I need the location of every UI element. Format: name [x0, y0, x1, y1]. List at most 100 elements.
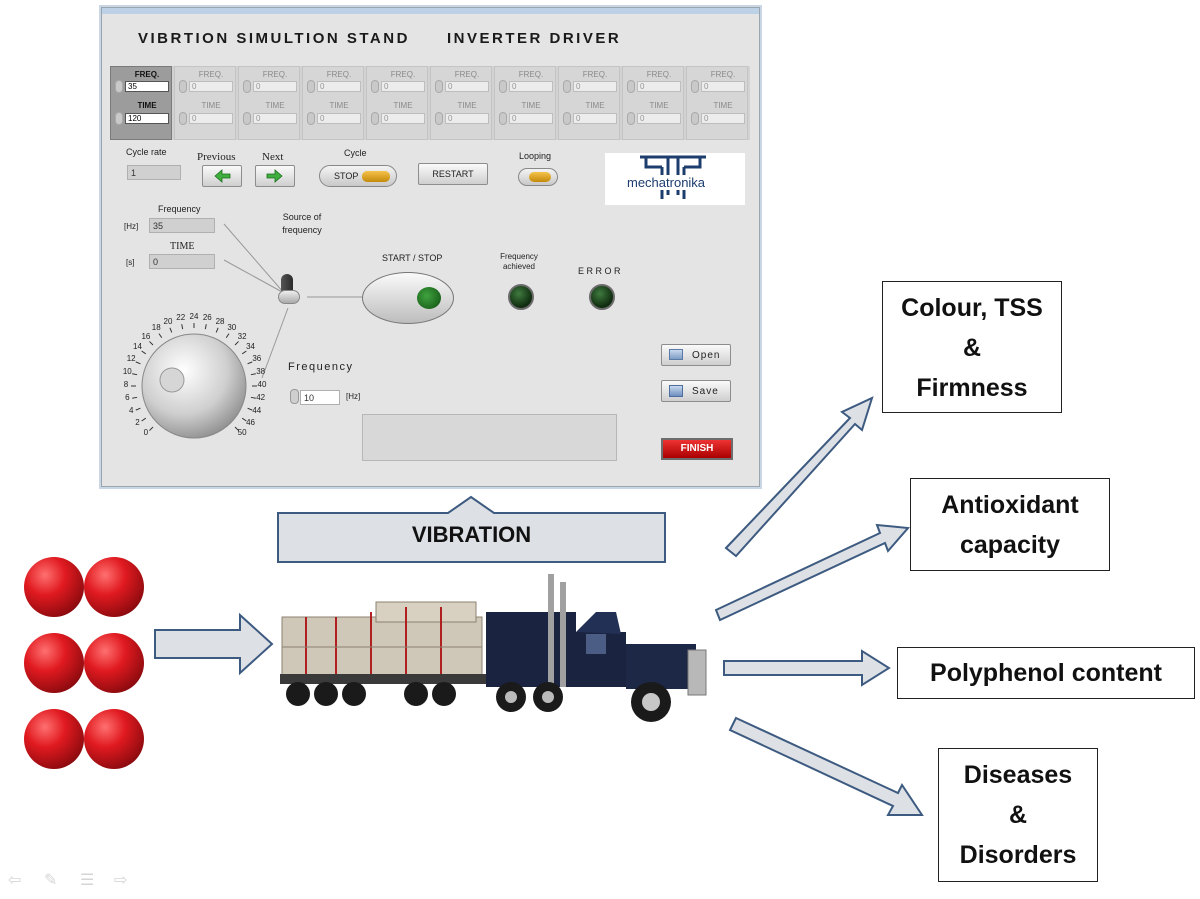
step-freq-input[interactable]: 0	[509, 81, 553, 92]
mechatronika-logo: mechatronika	[605, 153, 745, 205]
step-time-spinner[interactable]	[115, 112, 123, 125]
step-time-input[interactable]: 0	[509, 113, 553, 124]
hz-unit: [Hz]	[124, 222, 139, 231]
step-time-input[interactable]: 0	[189, 113, 233, 124]
save-icon	[669, 385, 683, 397]
step-freq-label: FREQ.	[582, 70, 608, 79]
frequency-spinner[interactable]	[290, 389, 299, 404]
menu-icon[interactable]: ☰	[80, 872, 95, 889]
prev-slide-icon[interactable]: ⇦	[8, 872, 22, 889]
pen-icon[interactable]: ✎	[44, 872, 58, 889]
cycle-stop-toggle[interactable]: STOP	[319, 165, 397, 187]
step-freq-input[interactable]: 0	[445, 81, 489, 92]
dial-tick-mark	[234, 341, 239, 346]
cycle-rate-field[interactable]: 1	[127, 165, 181, 180]
step-time-input[interactable]: 0	[253, 113, 297, 124]
step-time-spinner[interactable]	[563, 112, 571, 125]
step-time-input[interactable]: 0	[701, 113, 745, 124]
dial-tick-mark	[247, 407, 253, 411]
step-freq-input[interactable]: 0	[573, 81, 617, 92]
step-time-spinner[interactable]	[243, 112, 251, 125]
looping-toggle[interactable]	[518, 168, 558, 186]
outcome-polyphenol-content: Polyphenol content	[897, 647, 1195, 699]
outcome-line: Firmness	[916, 374, 1028, 402]
step-freq-label: FREQ.	[710, 70, 736, 79]
step-freq-spinner[interactable]	[371, 80, 379, 93]
input-arrow	[154, 612, 274, 676]
step-freq-input[interactable]: 0	[701, 81, 745, 92]
step-time-spinner[interactable]	[179, 112, 187, 125]
step-freq-spinner[interactable]	[243, 80, 251, 93]
open-button[interactable]: Open	[661, 344, 731, 366]
step-time-input[interactable]: 0	[445, 113, 489, 124]
frequency-achieved-label: Frequency achieved	[500, 252, 538, 271]
source-toggle-switch[interactable]	[278, 274, 300, 304]
step-time-spinner[interactable]	[691, 112, 699, 125]
step-time-label: TIME	[713, 101, 733, 110]
finish-button[interactable]: FINISH	[661, 438, 733, 460]
dial-tick-mark	[135, 407, 141, 411]
step-time-input[interactable]: 120	[125, 113, 169, 124]
step-freq-input[interactable]: 0	[189, 81, 233, 92]
step-time-spinner[interactable]	[435, 112, 443, 125]
step-time-spinner[interactable]	[499, 112, 507, 125]
dial-tick-mark	[141, 417, 147, 422]
folder-icon	[669, 349, 683, 360]
step-freq-input[interactable]: 0	[637, 81, 681, 92]
step-freq-input[interactable]: 0	[381, 81, 425, 92]
step-freq-spinner[interactable]	[627, 80, 635, 93]
dial-tick-mark	[250, 396, 256, 399]
outcome-line: Diseases	[963, 761, 1073, 789]
frequency-dial[interactable]	[116, 308, 266, 458]
step-freq-spinner[interactable]	[691, 80, 699, 93]
restart-button[interactable]: RESTART	[418, 163, 488, 185]
trailer-deck	[280, 674, 510, 684]
outcome-diseases-disorders: Diseases & Disorders	[938, 748, 1098, 882]
dial-tick-mark	[215, 327, 219, 333]
step-time-input[interactable]: 0	[317, 113, 361, 124]
step-time-spinner[interactable]	[627, 112, 635, 125]
step-freq-spinner[interactable]	[499, 80, 507, 93]
step-freq-label: FREQ.	[390, 70, 416, 79]
step-freq-spinner[interactable]	[563, 80, 571, 93]
step-freq-spinner[interactable]	[179, 80, 187, 93]
step-time-input[interactable]: 0	[637, 113, 681, 124]
save-button[interactable]: Save	[661, 380, 731, 402]
step-freq-label: FREQ.	[134, 70, 160, 79]
frequency-input[interactable]: 10	[300, 390, 340, 405]
step-time-label: TIME	[329, 101, 349, 110]
step-time-label: TIME	[393, 101, 413, 110]
start-stop-button[interactable]	[362, 272, 454, 324]
frequency-input-unit: [Hz]	[346, 392, 361, 401]
step-time-spinner[interactable]	[371, 112, 379, 125]
step-freq-spinner[interactable]	[115, 80, 123, 93]
outcome-antioxidant-capacity: Antioxidant capacity	[910, 478, 1110, 571]
dial-tick-mark	[141, 350, 147, 355]
step-freq-input[interactable]: 0	[317, 81, 361, 92]
step-time-label: TIME	[649, 101, 669, 110]
step-freq-spinner[interactable]	[307, 80, 315, 93]
next-slide-icon[interactable]: ⇨	[114, 872, 128, 889]
step-freq-input[interactable]: 35	[125, 81, 169, 92]
step-freq-input[interactable]: 0	[253, 81, 297, 92]
step-freq-spinner[interactable]	[435, 80, 443, 93]
next-button[interactable]	[255, 165, 295, 187]
step-time-spinner[interactable]	[307, 112, 315, 125]
dial-tick-label: 10	[122, 366, 132, 376]
step-time-input[interactable]: 0	[381, 113, 425, 124]
dial-tick-label: 20	[163, 317, 173, 327]
step-time-input[interactable]: 0	[573, 113, 617, 124]
previous-button[interactable]	[202, 165, 242, 187]
